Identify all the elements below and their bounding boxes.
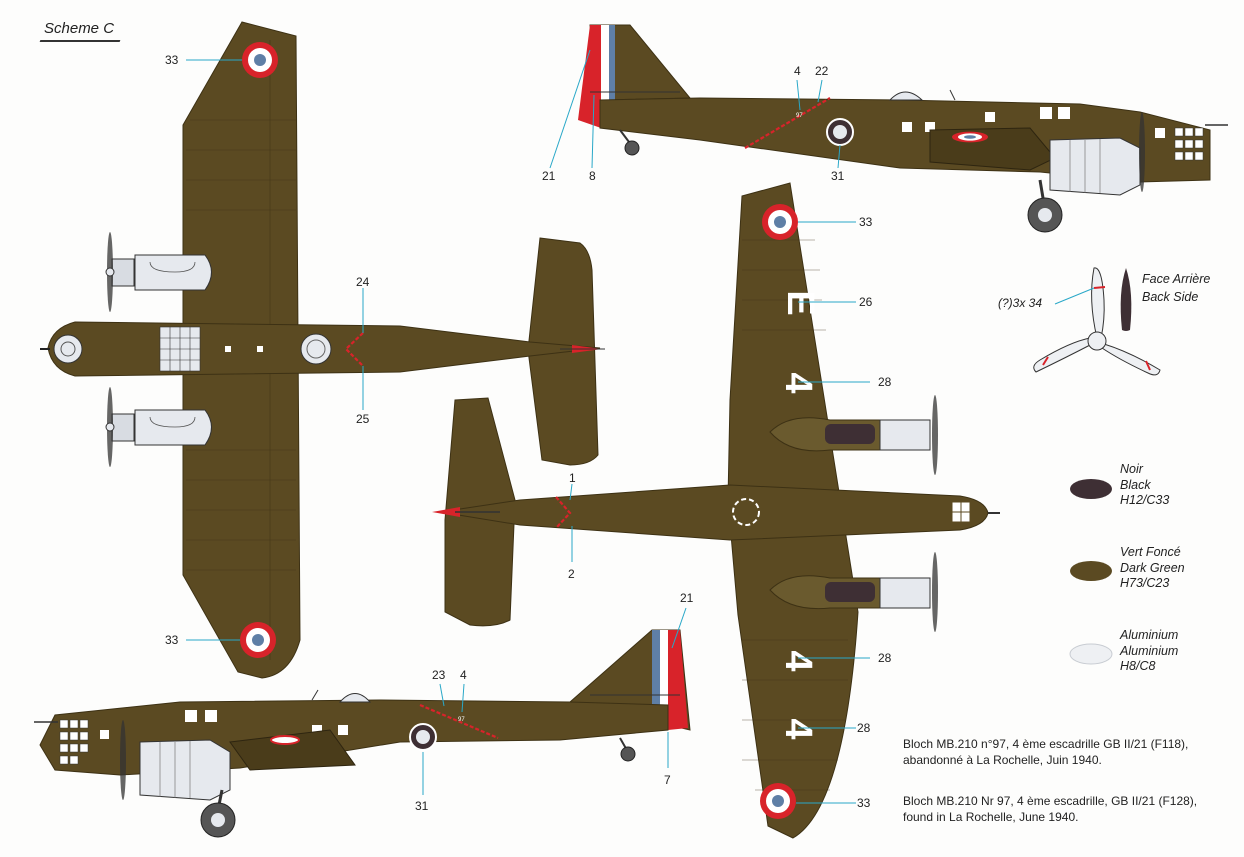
- legend-black-swatch: [1070, 479, 1112, 499]
- callout-31: 31: [415, 799, 429, 813]
- callout-25: 25: [356, 412, 370, 426]
- leader-lines: [186, 49, 1095, 804]
- callout-4: 4: [460, 668, 467, 682]
- callout-26: 26: [859, 295, 873, 309]
- callout-7: 7: [664, 773, 671, 787]
- top-view: [40, 21, 605, 679]
- legend-aluminium-swatch: [1069, 643, 1113, 665]
- callout-28: 28: [857, 721, 871, 735]
- code-digit-top: 4: [777, 372, 819, 393]
- scheme-label: Scheme C: [44, 20, 115, 37]
- callout-1: 1: [569, 471, 576, 485]
- caption-french: Bloch MB.210 n°97, 4 ème escadrille GB I…: [903, 737, 1189, 767]
- serial-top: 97: [796, 113, 803, 119]
- callout-24: 24: [356, 275, 370, 289]
- legend-black-text: Noir Black H12/C33: [1120, 462, 1170, 507]
- callout-31: 31: [831, 169, 845, 183]
- callout-28: 28: [878, 375, 892, 389]
- callout-33: 33: [165, 633, 179, 647]
- callout-33: 33: [859, 215, 873, 229]
- face-label-en: Back Side: [1142, 290, 1199, 304]
- legend-aluminium-text: Aluminium Aluminium H8/C8: [1120, 628, 1179, 673]
- callout-8: 8: [589, 169, 596, 183]
- callout-28: 28: [878, 651, 892, 665]
- caption-english: Bloch MB.210 Nr 97, 4 ème escadrille, GB…: [903, 794, 1198, 824]
- legend-darkgreen-text: Vert Foncé Dark Green H73/C23: [1120, 545, 1185, 590]
- callout-prop: (?)3x 34: [998, 296, 1043, 310]
- propeller-detail: [1033, 267, 1161, 376]
- side-view-top: 97: [578, 24, 1228, 233]
- callout-21: 21: [542, 169, 556, 183]
- callout-23: 23: [432, 668, 446, 682]
- bottom-view: [432, 182, 1000, 839]
- callout-21: 21: [680, 591, 694, 605]
- callout-33: 33: [857, 796, 871, 810]
- face-label-fr: Face Arrière: [1142, 272, 1211, 286]
- callout-33: 33: [165, 53, 179, 67]
- code-letter-e: E: [779, 290, 821, 315]
- side-view-bottom: 97: [34, 629, 691, 838]
- callout-2: 2: [568, 567, 575, 581]
- code-digit-bottom: 4: [777, 718, 819, 739]
- underwing-codes: E 4 4 4: [777, 290, 821, 739]
- legend-darkgreen-swatch: [1070, 561, 1112, 581]
- callout-4: 4: [794, 64, 801, 78]
- code-digit-mid: 4: [777, 650, 819, 671]
- callout-22: 22: [815, 64, 829, 78]
- serial-bottom: 97: [458, 717, 465, 723]
